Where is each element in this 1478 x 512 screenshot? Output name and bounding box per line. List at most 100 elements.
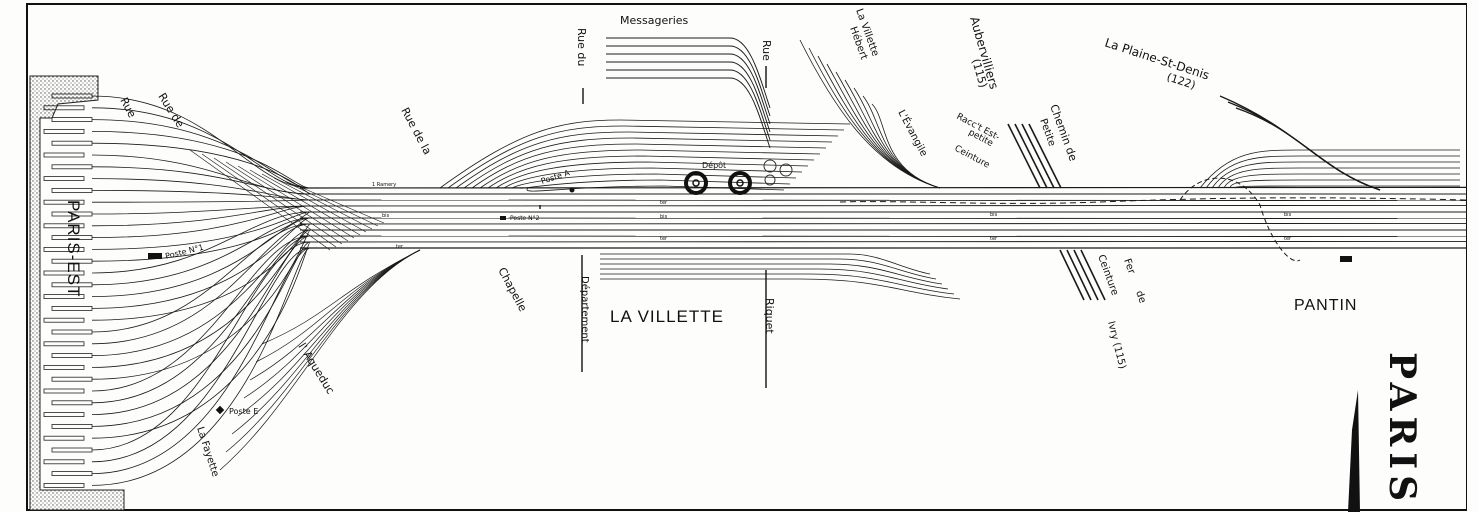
- street-rue-2: Rue: [760, 40, 773, 61]
- map-right-margin: [1467, 0, 1478, 512]
- track-line: [1217, 167, 1460, 189]
- track-line: [285, 181, 379, 227]
- track-label-ramery: 1 Ramery: [372, 182, 396, 188]
- platform-end: [51, 376, 93, 382]
- platform-end: [43, 223, 85, 229]
- track-line: [249, 249, 421, 381]
- track-line: [299, 222, 1468, 225]
- platform-end: [51, 140, 93, 146]
- street-la-fayette: La Fayette: [194, 426, 221, 479]
- platform-end: [51, 187, 93, 193]
- platform-end: [43, 412, 85, 418]
- track-line: [91, 211, 311, 274]
- track-line: [471, 143, 827, 189]
- track-line: [273, 177, 373, 230]
- track-line: [213, 157, 343, 245]
- street-rue-de: Rue de: [155, 91, 186, 130]
- track-label-ter-4: ter: [990, 236, 998, 242]
- label-depot: Dépôt: [702, 160, 726, 170]
- track-line: [201, 153, 337, 248]
- title-wedge: [1348, 390, 1360, 512]
- track-line: [91, 229, 311, 356]
- platform-end: [43, 105, 85, 111]
- track-line: [249, 169, 361, 236]
- depot-turntables: [684, 159, 793, 195]
- track-line: [600, 278, 961, 300]
- turntable-2: [728, 171, 752, 195]
- poste-e-marker: [215, 405, 225, 415]
- track-line: [853, 87, 941, 189]
- track-line: [91, 235, 311, 415]
- track-line: [606, 61, 771, 133]
- track-line: [606, 45, 771, 117]
- track-line: [299, 235, 1468, 238]
- track-line: [1211, 161, 1460, 189]
- track-label-bis-4: bis: [1284, 212, 1292, 218]
- street-chapelle: Chapelle: [495, 265, 529, 314]
- track-line: [91, 190, 311, 201]
- track-label-ter-1: ter: [396, 244, 404, 250]
- label-fer-1: Fer: [1121, 257, 1137, 276]
- track-line: [1205, 155, 1460, 189]
- platform-end: [43, 341, 85, 347]
- map-frame: [26, 3, 1468, 511]
- track-line: [91, 178, 311, 201]
- platform-end: [43, 199, 85, 205]
- track-line: [439, 119, 851, 189]
- platform-end: [43, 128, 85, 134]
- small-turntable-2: [779, 163, 793, 177]
- track-line: [495, 161, 809, 189]
- turntable-2-core: [736, 179, 744, 187]
- platform-end: [43, 246, 85, 252]
- track-line: [299, 199, 1468, 202]
- platform-end: [43, 482, 85, 488]
- track-line: [1066, 249, 1092, 301]
- track-line: [826, 63, 941, 189]
- track-line: [1229, 179, 1460, 189]
- label-plaine-1: La Plaine-St-Denis: [1103, 36, 1211, 83]
- label-evangile: L'Évangile: [895, 107, 930, 158]
- track-label-ter-3: ter: [660, 236, 668, 242]
- station-paris-est: PARIS-EST: [64, 200, 83, 297]
- track-line: [1235, 107, 1381, 191]
- label-raccordement-3: Ceinture: [953, 144, 992, 171]
- track-line: [91, 241, 311, 427]
- small-turntable-1: [763, 159, 777, 173]
- platform-end: [51, 423, 93, 429]
- label-messageries: Messageries: [620, 14, 689, 27]
- platform-end: [51, 400, 93, 406]
- track-line: [600, 263, 943, 285]
- track-line: [91, 223, 311, 333]
- track-line: [91, 247, 311, 486]
- track-line: [91, 166, 311, 195]
- track-line: [1028, 123, 1062, 189]
- track-line: [261, 173, 367, 233]
- track-line: [447, 125, 845, 189]
- track-line: [835, 71, 941, 189]
- track-line: [1073, 249, 1099, 301]
- track-line: [237, 249, 421, 417]
- track-line: [91, 131, 311, 189]
- street-rue-du: Rue du: [575, 28, 588, 66]
- track-label-ter-5: ter: [1284, 236, 1292, 242]
- track-line: [91, 205, 311, 238]
- track-line: [243, 249, 421, 399]
- track-label-ter-2: ter: [660, 200, 668, 206]
- track-network: [91, 37, 1468, 486]
- platform-end: [51, 305, 93, 311]
- track-line: [606, 69, 771, 141]
- platform-end: [51, 164, 93, 170]
- platform-end: [43, 388, 85, 394]
- street-rue-1: Rue: [117, 95, 138, 120]
- label-fer-2: de: [1133, 289, 1148, 305]
- track-line: [463, 137, 833, 189]
- track-line: [299, 217, 1468, 220]
- paris-est-building: [29, 75, 125, 511]
- platform-end: [43, 317, 85, 323]
- platform-end: [51, 329, 93, 335]
- track-line: [237, 165, 355, 239]
- track-line: [1080, 249, 1106, 301]
- small-turntable-3: [764, 174, 776, 186]
- track-line: [479, 149, 821, 189]
